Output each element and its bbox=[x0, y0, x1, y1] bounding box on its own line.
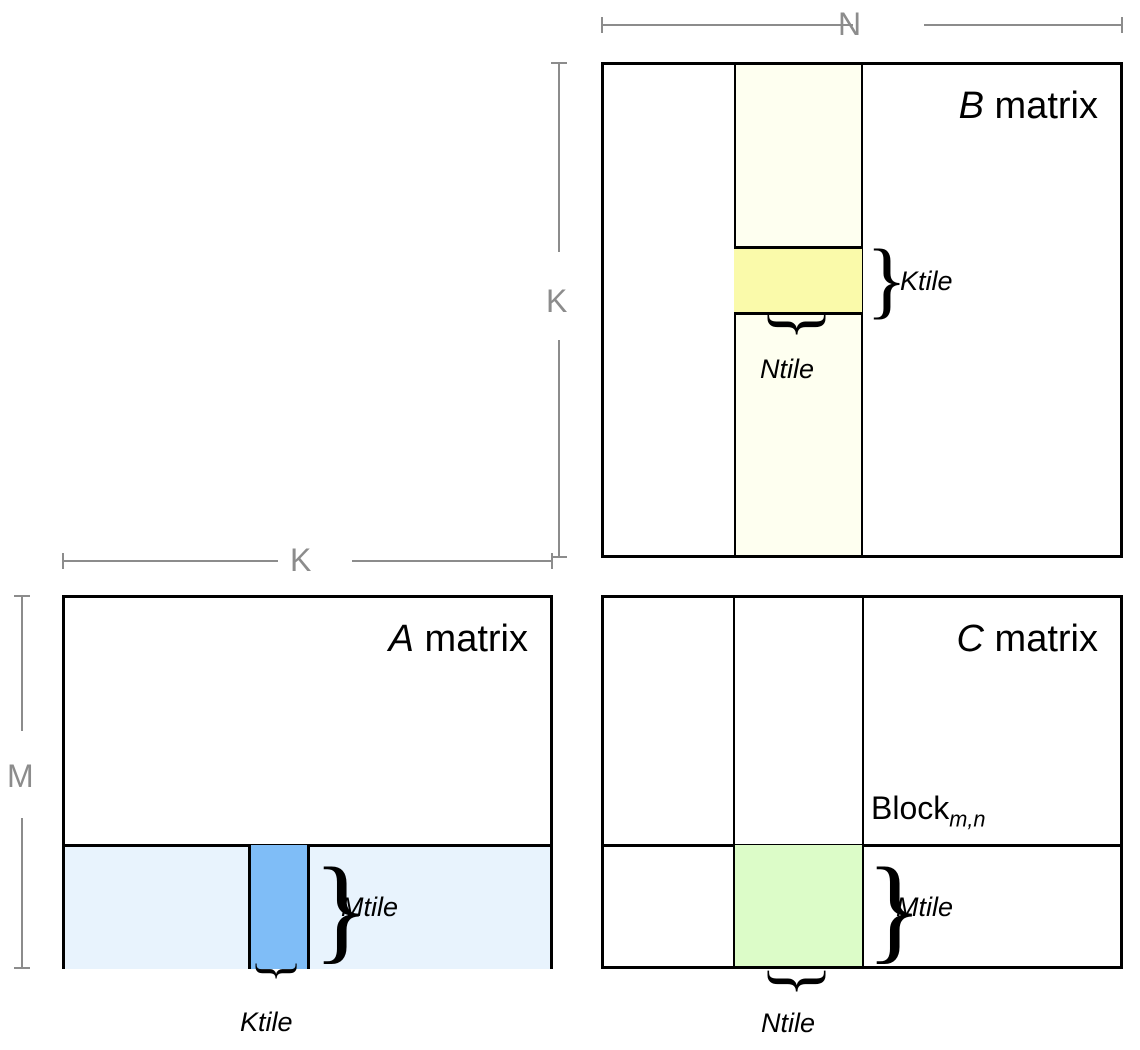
c-matrix-block-subscript: m,n bbox=[949, 806, 986, 832]
dimension-k-horizontal-line-right bbox=[352, 560, 553, 562]
c-matrix-divider-right bbox=[862, 598, 864, 966]
dimension-n-line-left bbox=[601, 24, 853, 26]
c-matrix-label-letter: C bbox=[956, 618, 984, 660]
dimension-m-label: M bbox=[7, 758, 34, 794]
a-matrix-ktile-label: Ktile bbox=[240, 1007, 293, 1037]
b-matrix-label-word: matrix bbox=[984, 85, 1098, 127]
dimension-k-vertical-line-bottom bbox=[558, 340, 560, 558]
c-matrix-row-divider bbox=[604, 844, 1120, 847]
a-matrix-ktile-block bbox=[248, 845, 310, 969]
c-matrix-label-word: matrix bbox=[984, 618, 1098, 660]
dimension-n-line-right bbox=[924, 24, 1123, 26]
b-matrix-ntile-label: Ntile bbox=[760, 354, 815, 384]
b-matrix-label-letter: B bbox=[958, 85, 984, 127]
dimension-k-horizontal-line-left bbox=[62, 560, 278, 562]
b-matrix-label: B matrix bbox=[959, 87, 1098, 125]
a-matrix-label: A matrix bbox=[389, 620, 528, 658]
c-matrix-mtile-label: Mtile bbox=[896, 892, 954, 922]
a-matrix-mtile-label: Mtile bbox=[341, 892, 399, 922]
b-matrix-divider-right bbox=[861, 65, 863, 555]
c-matrix-label: C matrix bbox=[957, 620, 1098, 658]
a-matrix-label-word: matrix bbox=[414, 618, 528, 660]
b-matrix-ktile-block bbox=[734, 246, 862, 315]
dimension-n-cap-right bbox=[1121, 17, 1123, 33]
dimension-k-horizontal-cap-right bbox=[551, 553, 553, 569]
dimension-m-line-top bbox=[21, 595, 23, 731]
c-matrix-ntile-label: Ntile bbox=[761, 1008, 816, 1038]
b-matrix-ktile-label: Ktile bbox=[900, 266, 953, 296]
c-matrix-output-tile bbox=[735, 845, 862, 966]
c-matrix-divider-left bbox=[733, 598, 735, 966]
a-matrix-label-letter: A bbox=[388, 618, 414, 660]
a-matrix-mtile-brace: } bbox=[313, 843, 370, 974]
dimension-m-line-bottom bbox=[21, 818, 23, 969]
a-matrix-box: A matrix bbox=[62, 595, 553, 969]
dimension-m-cap-bottom bbox=[14, 967, 30, 969]
dimension-k-horizontal-label: K bbox=[290, 542, 312, 578]
b-matrix-box: B matrix bbox=[601, 62, 1123, 558]
a-matrix-ktile-brace: } bbox=[251, 959, 307, 983]
c-matrix-block-annotation: Blockm,n bbox=[871, 792, 986, 830]
b-matrix-ktile-brace: } bbox=[866, 231, 908, 327]
dimension-n-label: N bbox=[838, 6, 862, 42]
c-matrix-mtile-brace: } bbox=[866, 843, 923, 974]
c-matrix-box: C matrix Blockm,n bbox=[601, 595, 1123, 969]
c-matrix-block-text: Block bbox=[871, 790, 950, 826]
dimension-k-vertical-label: K bbox=[546, 283, 568, 319]
dimension-k-vertical-cap-bottom bbox=[551, 556, 567, 558]
dimension-k-vertical-line-top bbox=[558, 62, 560, 252]
